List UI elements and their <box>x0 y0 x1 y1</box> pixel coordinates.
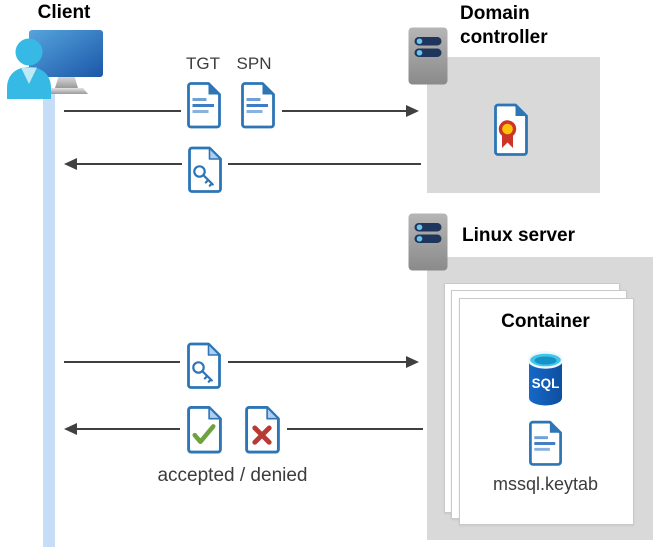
client-lifeline <box>43 92 55 547</box>
service-ticket-key-icon <box>188 146 222 193</box>
sql-database-icon: SQL <box>527 351 564 406</box>
container-card-front <box>459 298 634 525</box>
certificate-icon <box>494 103 528 156</box>
domain-controller-label: Domain controller <box>460 3 548 48</box>
x-glyph <box>252 425 272 445</box>
denied-document-icon <box>245 405 280 454</box>
key-glyph <box>193 165 214 187</box>
arrowhead-client-to-server <box>406 356 419 368</box>
linux-server-server-icon <box>408 213 448 271</box>
client-label: Client <box>37 2 91 23</box>
arrow-dc-to-client <box>77 163 421 165</box>
ribbon-rosette <box>498 120 517 138</box>
ticket-docs-cluster <box>181 80 282 132</box>
container-label: Container <box>501 311 590 332</box>
person-at-computer-icon <box>7 30 103 99</box>
arrowhead-client-to-dc <box>406 105 419 117</box>
arrowhead-server-to-client <box>64 423 77 435</box>
service-ticket-cluster-2 <box>180 338 228 394</box>
monitor-screen <box>29 30 103 77</box>
tgt-document-icon <box>187 82 221 129</box>
spn-document-icon <box>241 82 275 129</box>
tgt-label: TGT <box>186 54 220 73</box>
linux-server-label: Linux server <box>462 225 575 246</box>
check-glyph <box>192 424 216 445</box>
monitor-base <box>45 88 88 94</box>
keytab-label: mssql.keytab <box>492 474 599 494</box>
person-head <box>15 38 43 66</box>
accepted-document-icon <box>187 405 222 454</box>
sql-badge-text: SQL <box>532 376 560 391</box>
spn-label: SPN <box>236 54 272 73</box>
person-collar <box>21 67 37 84</box>
service-ticket-cluster-1 <box>182 143 228 197</box>
result-docs-cluster <box>180 402 287 458</box>
keytab-file-icon <box>529 420 562 466</box>
domain-controller-server-icon <box>408 27 448 85</box>
arrowhead-dc-to-client <box>64 158 77 170</box>
arrow-client-to-server <box>64 361 408 363</box>
key-glyph-2 <box>192 361 213 383</box>
monitor-neck <box>55 75 78 88</box>
service-ticket-key-icon-2 <box>187 342 221 389</box>
accepted-denied-label: accepted / denied <box>157 465 308 486</box>
